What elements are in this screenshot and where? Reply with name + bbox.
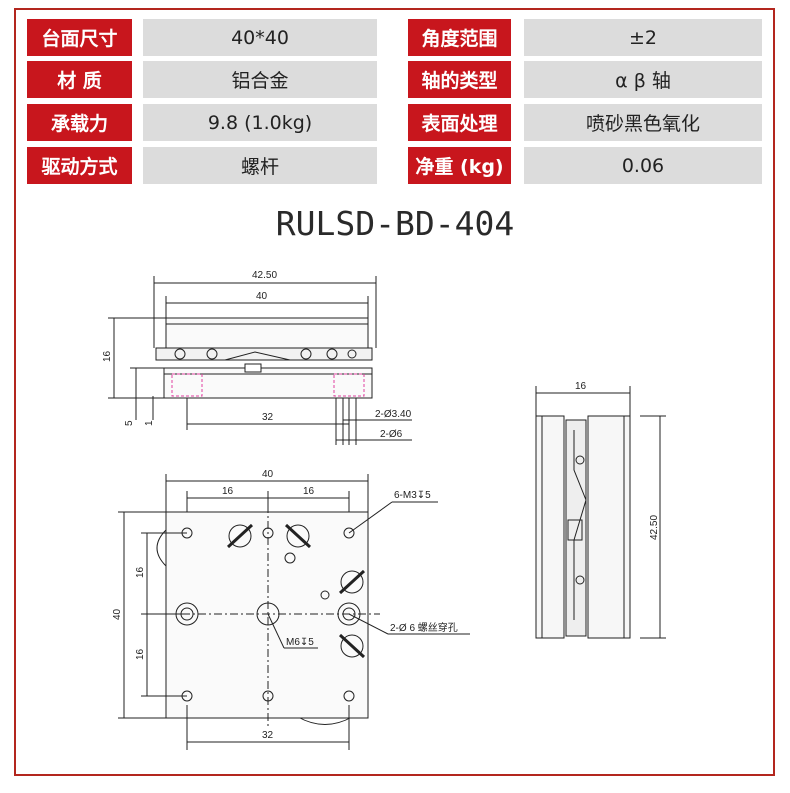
side-view	[535, 386, 666, 639]
bottom-pitch-label: 32	[262, 730, 274, 741]
spec-label: 角度范围	[408, 19, 511, 56]
top-pitch-x1-label: 16	[222, 486, 234, 497]
front-overall-width-label: 42.50	[252, 270, 277, 281]
spec-label: 材 质	[27, 61, 132, 98]
spec-label: 净重 (kg)	[408, 147, 511, 184]
center-thread-label: M6↧5	[286, 637, 314, 648]
spec-value: α β 轴	[524, 61, 762, 98]
through-holes-label: 2-Ø 6 螺丝穿孔	[390, 621, 458, 634]
top-pitch-x2-label: 16	[303, 486, 315, 497]
spec-label: 台面尺寸	[27, 19, 132, 56]
front-view	[108, 276, 412, 445]
spec-value: 螺杆	[143, 147, 377, 184]
spec-label: 承载力	[27, 104, 132, 141]
front-hole-b-label: 2-Ø6	[380, 429, 403, 440]
front-hole-pitch-label: 32	[262, 412, 274, 423]
spec-value: 铝合金	[143, 61, 377, 98]
top-height-label: 40	[112, 608, 123, 620]
top-view	[118, 474, 470, 750]
spec-value: ±2	[524, 19, 762, 56]
front-dim-1-label: 1	[144, 420, 155, 426]
front-table-width-label: 40	[256, 291, 268, 302]
spec-label: 表面处理	[408, 104, 511, 141]
front-dim-5-label: 5	[124, 420, 135, 426]
side-height-label: 42.50	[649, 515, 660, 540]
model-title: RULSD-BD-404	[275, 204, 515, 243]
top-pitch-y2-label: 16	[135, 648, 146, 660]
spec-value: 9.8 (1.0kg)	[143, 104, 377, 141]
top-width-label: 40	[262, 469, 274, 480]
spec-value: 40*40	[143, 19, 377, 56]
outer-frame	[14, 8, 775, 776]
spec-label: 轴的类型	[408, 61, 511, 98]
side-width-label: 16	[575, 381, 587, 392]
thread-holes-label: 6-M3↧5	[394, 490, 431, 501]
spec-value: 0.06	[524, 147, 762, 184]
top-pitch-y1-label: 16	[135, 566, 146, 578]
front-height-label: 16	[102, 350, 113, 362]
spec-value: 喷砂黑色氧化	[524, 104, 762, 141]
front-hole-a-label: 2-Ø3.40	[375, 409, 412, 420]
spec-label: 驱动方式	[27, 147, 132, 184]
